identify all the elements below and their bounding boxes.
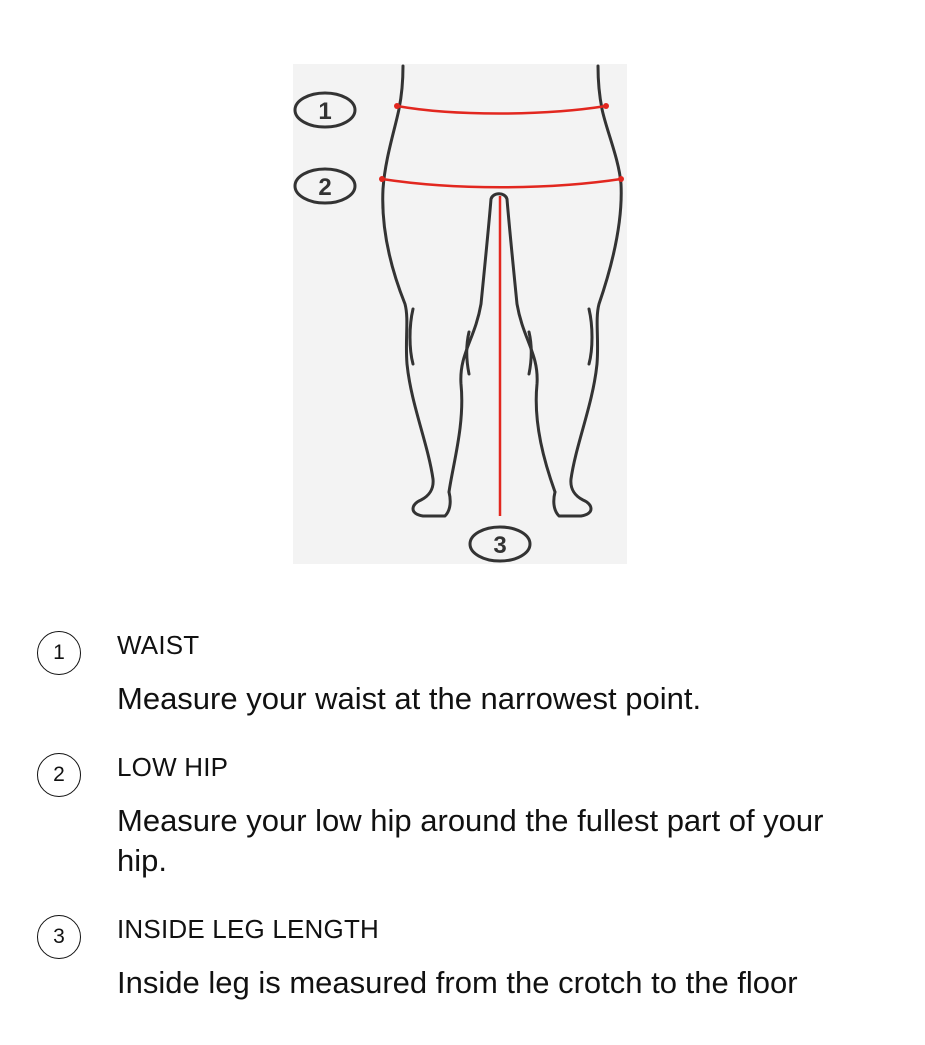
body-outline: [381, 64, 623, 518]
step-title: INSIDE LEG LENGTH: [117, 914, 380, 944]
hip-marker-right: [618, 176, 624, 182]
measurement-illustration: 1 2 3: [293, 64, 627, 564]
waist-marker-right: [603, 103, 609, 109]
diagram-label-2: 2: [293, 167, 357, 205]
svg-text:1: 1: [318, 98, 331, 125]
step-description: Inside leg is measured from the crotch t…: [117, 965, 798, 1000]
step-description: Measure your waist at the narrowest poin…: [117, 681, 702, 716]
diagram-label-1: 1: [293, 91, 357, 129]
svg-text:3: 3: [493, 532, 506, 559]
step-title: LOW HIP: [117, 752, 229, 782]
step-number-badge: 3: [37, 915, 81, 959]
step-number-badge: 1: [37, 631, 81, 675]
lower-body-diagram: 1 2 3: [293, 64, 624, 563]
diagram-label-3: 3: [468, 525, 532, 563]
hip-marker-left: [379, 176, 385, 182]
waist-marker-left: [394, 103, 400, 109]
hip-measurement-line: [381, 177, 622, 189]
step-number-badge: 2: [37, 753, 81, 797]
step-title: WAIST: [117, 630, 200, 660]
step-description: Measure your low hip around the fullest …: [117, 803, 824, 878]
svg-text:2: 2: [318, 174, 331, 201]
waist-measurement-line: [396, 104, 607, 115]
